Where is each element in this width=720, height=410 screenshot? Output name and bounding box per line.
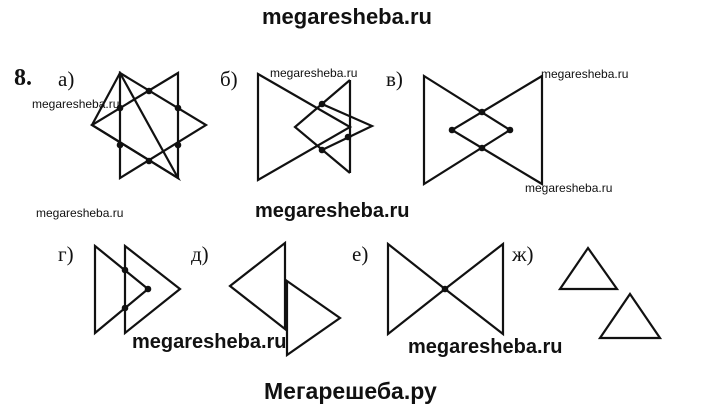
figure-d-right-triangle	[285, 278, 342, 358]
label-g: г)	[58, 242, 74, 266]
figure-g	[93, 243, 182, 336]
figure-b-arrow	[293, 79, 351, 174]
figure-b-point-3	[318, 146, 326, 154]
watermark-small-v-bottom: megaresheba.ru	[525, 181, 613, 195]
figure-b-large-triangle	[256, 72, 353, 182]
figure-g-left-triangle	[93, 243, 150, 336]
figure-v-point-3	[478, 144, 486, 152]
figure-a-point-5	[116, 141, 124, 149]
figure-e-point	[441, 285, 449, 293]
figure-d	[228, 240, 342, 358]
figure-b-point-2	[344, 133, 352, 141]
figure-g-point-1	[121, 266, 129, 274]
bottom-right-watermark: megaresheba.ru	[408, 336, 563, 358]
figure-a-triangle-left	[89, 71, 180, 180]
exercise-number: 8.	[14, 65, 32, 91]
figure-a-point-1	[145, 87, 153, 95]
figure-b-tip	[321, 102, 375, 151]
figure-e	[386, 241, 505, 337]
figure-zh-lower-triangle	[597, 292, 663, 340]
figure-g-point-2	[144, 285, 152, 293]
figure-a-point-6	[116, 104, 124, 112]
figure-v	[422, 74, 544, 186]
figure-a-point-3	[174, 141, 182, 149]
label-v: в)	[386, 67, 403, 91]
figure-e-left-triangle	[386, 241, 447, 337]
figure-v-point-4	[448, 126, 456, 134]
figure-v-right-triangle	[449, 74, 544, 186]
watermark-small-b: megaresheba.ru	[270, 66, 358, 80]
figure-zh-upper-triangle	[557, 246, 620, 291]
header-watermark: megaresheba.ru	[262, 4, 432, 29]
figure-g-right-triangle	[123, 243, 182, 336]
figure-v-point-1	[478, 108, 486, 116]
footer-watermark: Мегарешеба.ру	[264, 378, 437, 404]
figure-v-point-2	[506, 126, 514, 134]
watermark-small-v-top: megaresheba.ru	[541, 67, 629, 81]
watermark-small-left: megaresheba.ru	[36, 206, 124, 220]
figure-a-point-4	[145, 157, 153, 165]
mid-watermark: megaresheba.ru	[255, 200, 410, 222]
label-d: д)	[191, 242, 209, 266]
label-e: е)	[352, 242, 368, 266]
figure-zh	[557, 246, 663, 340]
watermark-small-a: megaresheba.ru	[32, 97, 120, 111]
figure-d-left-triangle	[228, 240, 287, 332]
figure-e-right-triangle	[443, 241, 505, 337]
figure-a-hexagram-shape-visible	[89, 71, 209, 180]
figure-b	[256, 72, 375, 182]
figure-g-point-3	[121, 304, 129, 312]
figure-v-left-triangle	[422, 74, 513, 186]
label-zh: ж)	[511, 242, 534, 266]
figure-b-point-1	[318, 100, 326, 108]
figure-a-triangle-right	[118, 71, 209, 180]
bottom-left-watermark: megaresheba.ru	[132, 331, 287, 353]
label-b: б)	[220, 67, 238, 91]
figure-a-point-2	[174, 104, 182, 112]
label-a: а)	[58, 67, 74, 91]
